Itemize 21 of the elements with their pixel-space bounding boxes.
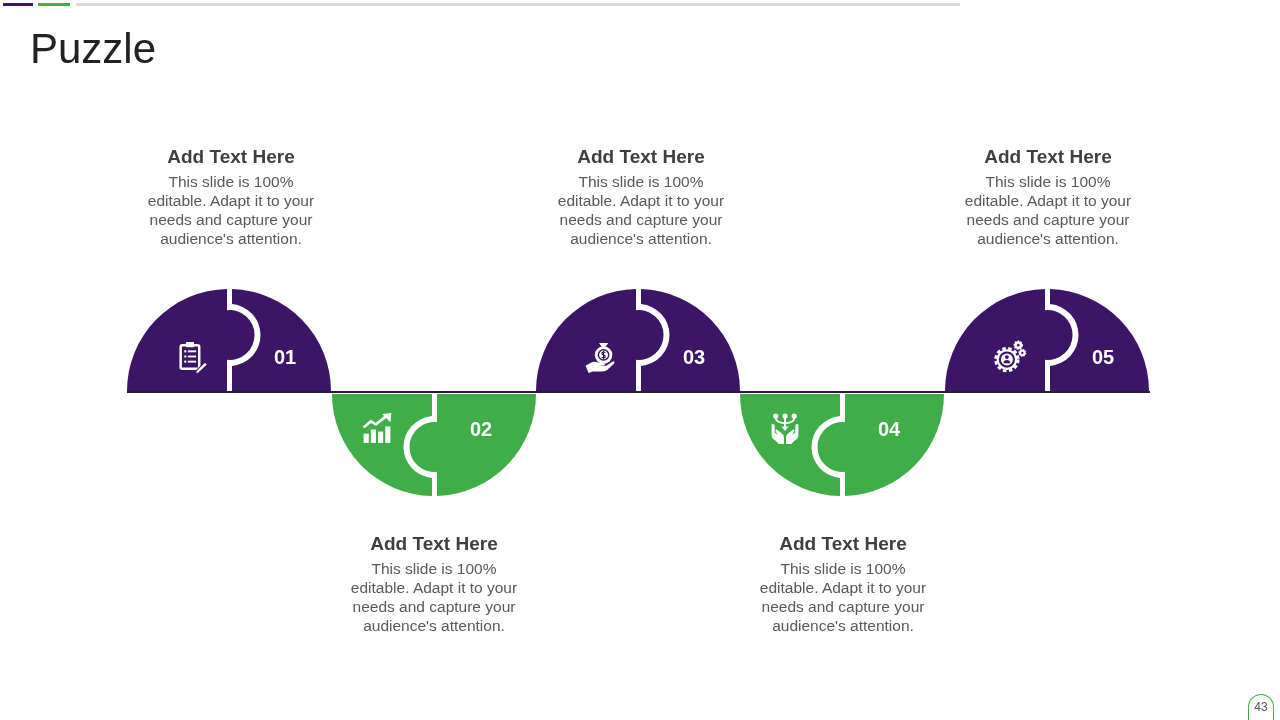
step-number: 01 — [273, 346, 297, 368]
description-text: This slide is 100% editable. Adapt it to your needs and capture your audience's attention. — [758, 559, 928, 635]
step-number: 04 — [877, 418, 901, 440]
description-text: This slide is 100% editable. Adapt it to your needs and capture your audience's attention. — [146, 172, 316, 248]
step-number: 02 — [469, 418, 493, 440]
heading: Add Text Here — [983, 146, 1113, 168]
step-number: 03 — [682, 346, 706, 368]
puzzle-semicircle — [945, 289, 1149, 391]
heading: Add Text Here — [576, 146, 706, 168]
puzzle-semicircle — [740, 394, 944, 496]
heading: Add Text Here — [369, 533, 499, 555]
description-text: This slide is 100% editable. Adapt it to your needs and capture your audience's attention. — [963, 172, 1133, 248]
description-text: This slide is 100% editable. Adapt it to your needs and capture your audience's attention. — [349, 559, 519, 635]
heading: Add Text Here — [166, 146, 296, 168]
puzzle-semicircle — [332, 394, 536, 496]
puzzle-semicircle — [127, 289, 331, 391]
step-number: 05 — [1091, 346, 1115, 368]
slide-title: Puzzle — [30, 24, 157, 74]
description-text: This slide is 100% editable. Adapt it to your needs and capture your audience's attention. — [556, 172, 726, 248]
puzzle-semicircle — [536, 289, 740, 391]
heading: Add Text Here — [778, 533, 908, 555]
